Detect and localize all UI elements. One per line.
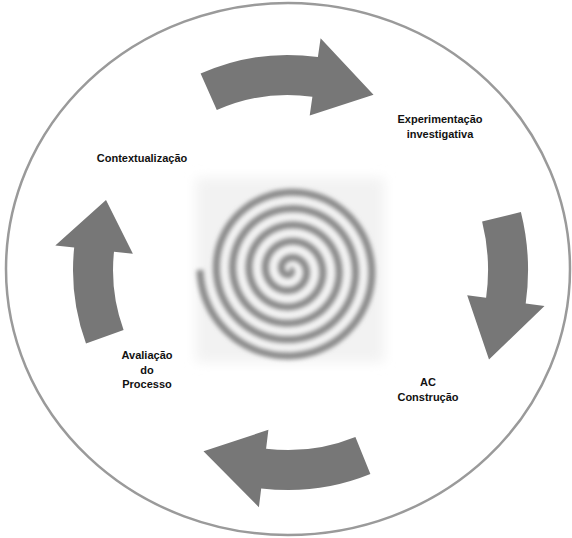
cycle-arrows xyxy=(55,38,544,507)
curved-arrow xyxy=(467,212,544,360)
curved-arrow xyxy=(55,200,133,343)
spiral-ground xyxy=(196,178,384,362)
spiral xyxy=(200,192,372,356)
stage-label: Experimentação investigativa xyxy=(398,112,483,142)
curved-arrow xyxy=(204,430,371,507)
stage-label: Avaliação do Processo xyxy=(122,348,173,393)
stage-label: Contextualização xyxy=(97,151,187,166)
curved-arrow xyxy=(201,38,374,115)
stage-label: AC Construção xyxy=(397,375,458,405)
outer-circle xyxy=(6,3,570,535)
